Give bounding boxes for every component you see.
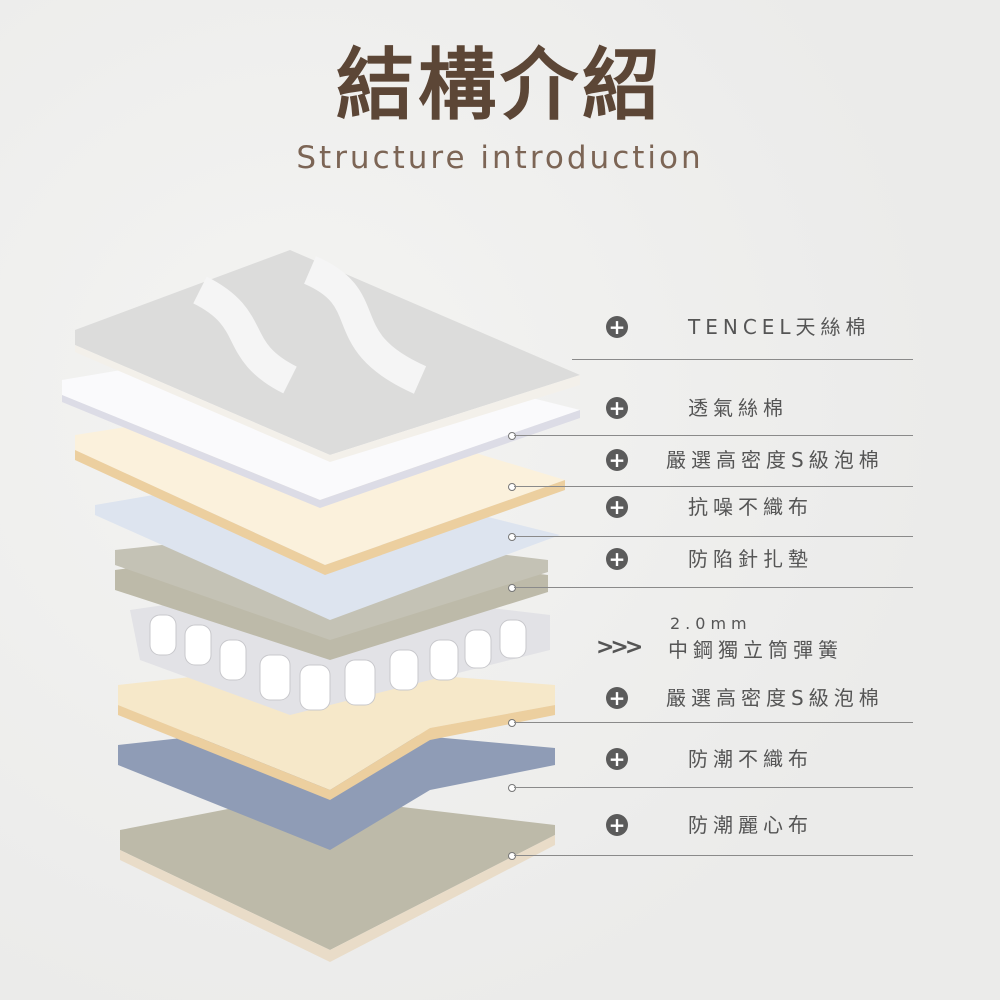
layer-label: 抗噪不織布: [688, 495, 813, 519]
layer-label: 防潮不織布: [688, 747, 813, 771]
plus-icon: +: [606, 748, 628, 770]
plus-icon: +: [606, 496, 628, 518]
page-title: 結構介紹: [335, 40, 664, 131]
leader-line: [514, 587, 913, 588]
layer-label: 透氣絲棉: [688, 396, 788, 420]
page-subtitle: Structure introduction: [296, 140, 704, 176]
plus-icon: +: [606, 548, 628, 570]
layer-moisture-fabric: [120, 795, 555, 962]
plus-icon: +: [606, 397, 628, 419]
layer-label: TENCEL天絲棉: [688, 315, 871, 339]
leader-dot: [508, 852, 516, 860]
leader-dot: [508, 533, 516, 541]
layer-foam-bottom: [118, 665, 555, 800]
layer-label: 嚴選高密度S級泡棉: [666, 448, 884, 472]
leader-line: [514, 722, 913, 723]
spring-gauge: 2.0mm: [670, 614, 752, 633]
layer-label: 防潮麗心布: [688, 813, 813, 837]
layer-label: 嚴選高密度S級泡棉: [666, 686, 884, 710]
leader-dot: [508, 584, 516, 592]
leader-dot: [508, 784, 516, 792]
leader-dot: [508, 719, 516, 727]
layer-label: 中鋼獨立筒彈簧: [668, 638, 843, 662]
leader-line: [514, 435, 913, 436]
leader-line: [514, 536, 913, 537]
leader-dot: [508, 483, 516, 491]
plus-icon: +: [606, 814, 628, 836]
leader-line: [572, 359, 913, 360]
layer-label: 防陷針扎墊: [688, 547, 813, 571]
triple-chevron-icon: >>>: [596, 635, 643, 660]
plus-icon: +: [606, 687, 628, 709]
layer-tencel-top: [75, 250, 580, 462]
leader-dot: [508, 432, 516, 440]
leader-line: [514, 855, 913, 856]
plus-icon: +: [606, 316, 628, 338]
leader-line: [514, 787, 913, 788]
leader-line: [514, 486, 913, 487]
plus-icon: +: [606, 449, 628, 471]
